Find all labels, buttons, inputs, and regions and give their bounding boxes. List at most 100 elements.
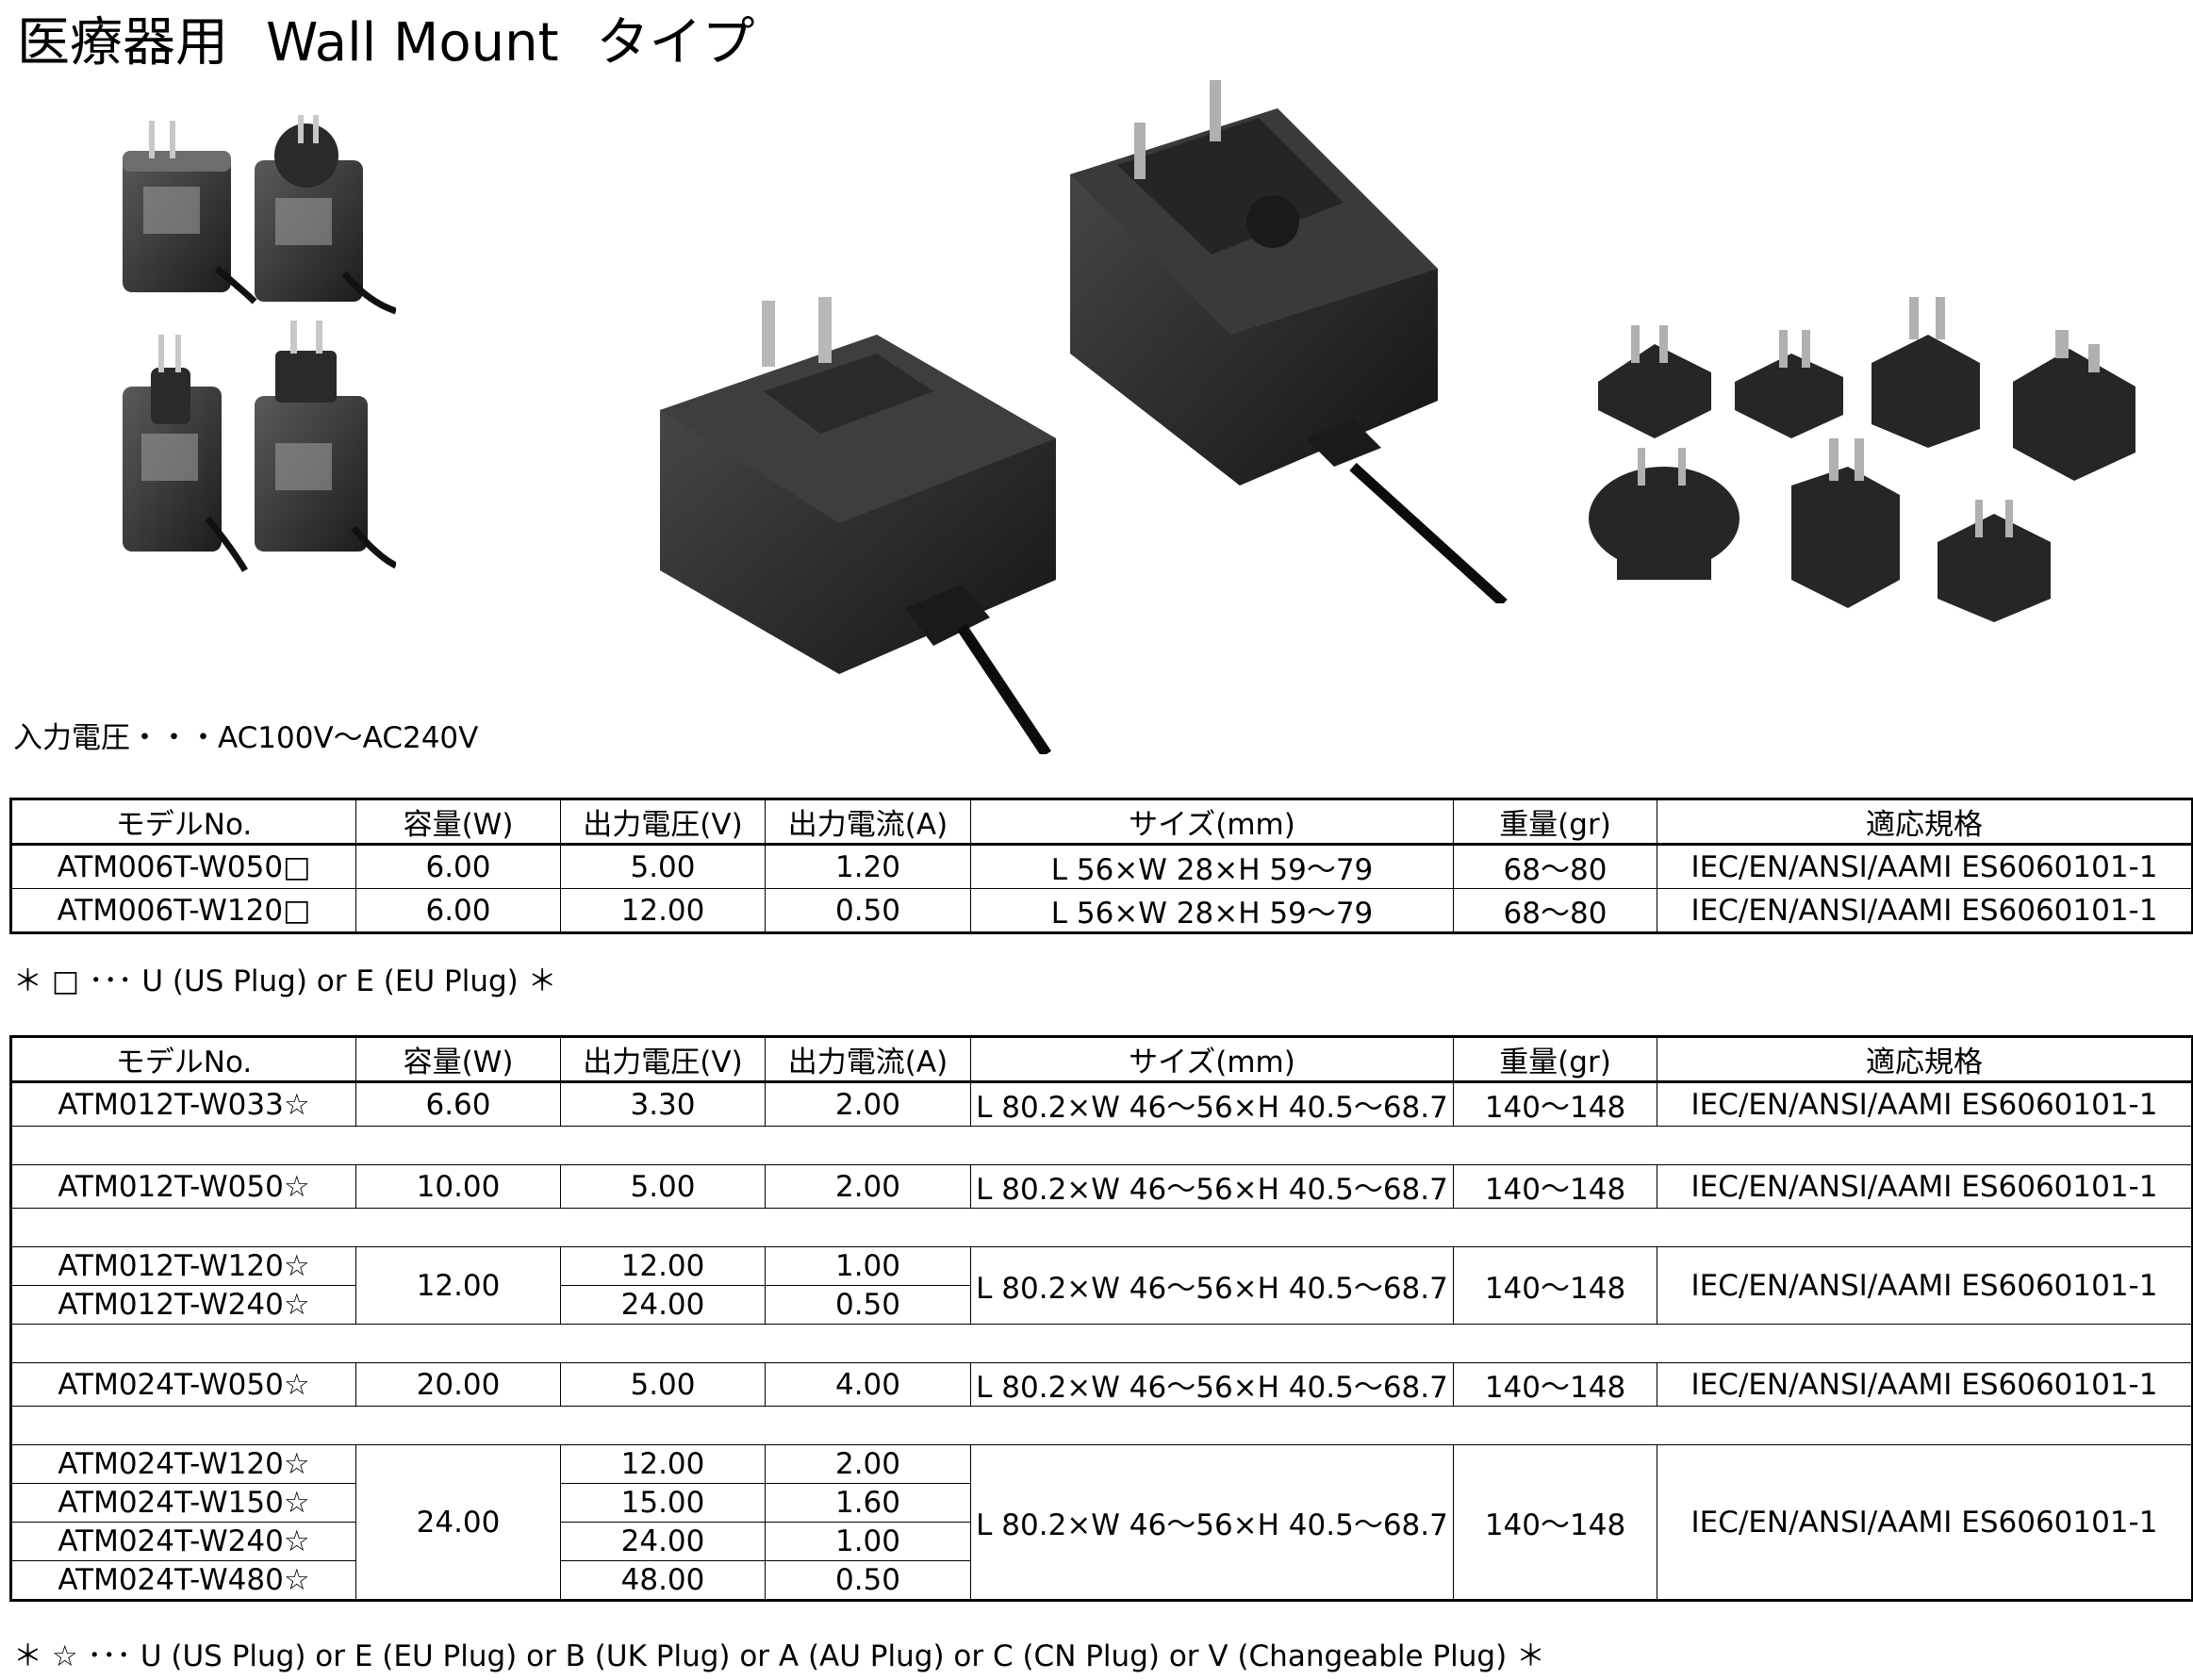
capacity-cell: 6.00 [355,888,561,933]
voltage-cell: 12.00 [560,1246,766,1286]
voltage-cell: 15.00 [560,1483,766,1523]
model-cell: ATM006T-W120□ [10,888,356,933]
plug-note-2: ＊ ☆ ･･･ U (US Plug) or E (EU Plug) or B … [13,1639,1546,1673]
weight-cell: 68～80 [1453,888,1657,933]
col-size: サイズ(mm) [970,799,1454,845]
current-cell: 2.00 [765,1444,971,1484]
title-type: タイプ [596,12,755,74]
current-cell: 2.00 [765,1164,971,1209]
model-cell: ATM024T-W120☆ [10,1444,356,1484]
small-adapters-photo [113,104,396,575]
spacer-row [10,1324,2193,1363]
col-model: モデルNo. [10,799,356,845]
standard-cell: IEC/EN/ANSI/AAMI ES6060101-1 [1657,1246,2193,1325]
table-row: ATM024T-W150☆ 15.00 1.60 [10,1483,2193,1523]
medium-adapter-us-plug-photo [651,297,1122,754]
model-cell: ATM012T-W120☆ [10,1246,356,1286]
table-header-row: モデルNo. 容量(W) 出力電圧(V) 出力電流(A) サイズ(mm) 重量(… [10,799,2193,845]
voltage-cell: 5.00 [560,1164,766,1209]
standard-cell: IEC/EN/ANSI/AAMI ES6060101-1 [1657,1362,2193,1407]
table-row: ATM024T-W050☆ 20.00 5.00 4.00 L 80.2×W 4… [10,1362,2193,1407]
weight-cell: 140～148 [1453,1081,1657,1127]
spec-table-atm012-atm024: モデルNo. 容量(W) 出力電圧(V) 出力電流(A) サイズ(mm) 重量(… [9,1035,2193,1602]
capacity-cell: 12.00 [355,1246,561,1325]
capacity-cell: 24.00 [355,1444,561,1601]
size-cell: L 80.2×W 46～56×H 40.5～68.7 [970,1246,1454,1325]
spacer-row [10,1406,2193,1445]
weight-cell: 140～148 [1453,1444,1657,1601]
voltage-cell: 5.00 [560,1362,766,1407]
spacer-row [10,1208,2193,1247]
voltage-cell: 5.00 [560,844,766,889]
size-cell: L 80.2×W 46～56×H 40.5～68.7 [970,1081,1454,1127]
model-cell: ATM012T-W240☆ [10,1285,356,1325]
model-cell: ATM012T-W033☆ [10,1081,356,1127]
standard-cell: IEC/EN/ANSI/AAMI ES6060101-1 [1657,1164,2193,1209]
standard-cell: IEC/EN/ANSI/AAMI ES6060101-1 [1657,1081,2193,1127]
model-cell: ATM024T-W240☆ [10,1522,356,1561]
table-row: ATM006T-W050□ 6.00 5.00 1.20 L 56×W 28×H… [10,844,2193,889]
input-voltage-text: 入力電圧・・・AC100V～AC240V [13,721,479,755]
size-cell: L 56×W 28×H 59～79 [970,844,1454,889]
current-cell: 2.00 [765,1081,971,1127]
capacity-cell: 6.60 [355,1081,561,1127]
table-row: ATM012T-W033☆ 6.60 3.30 2.00 L 80.2×W 46… [10,1081,2193,1127]
title-jp: 医療器用 [17,12,228,74]
capacity-cell: 10.00 [355,1164,561,1209]
size-cell: L 80.2×W 46～56×H 40.5～68.7 [970,1444,1454,1601]
capacity-cell: 20.00 [355,1362,561,1407]
title-en: Wall Mount [266,12,559,74]
col-capacity: 容量(W) [355,799,561,845]
col-output-voltage: 出力電圧(V) [560,799,766,845]
page-title: 医療器用 Wall Mount タイプ [17,6,755,81]
standard-cell: IEC/EN/ANSI/AAMI ES6060101-1 [1657,888,2193,933]
current-cell: 1.20 [765,844,971,889]
col-size: サイズ(mm) [970,1036,1454,1082]
model-cell: ATM024T-W050☆ [10,1362,356,1407]
table-row: ATM024T-W480☆ 48.00 0.50 [10,1560,2193,1601]
col-capacity: 容量(W) [355,1036,561,1082]
voltage-cell: 12.00 [560,888,766,933]
table-row: ATM024T-W120☆ 24.00 12.00 2.00 L 80.2×W … [10,1444,2193,1601]
col-standard: 適応規格 [1657,1036,2193,1082]
plug-note-1: ＊ □ ･･･ U (US Plug) or E (EU Plug) ＊ [13,964,557,998]
table-row: ATM006T-W120□ 6.00 12.00 0.50 L 56×W 28×… [10,888,2193,933]
model-cell: ATM024T-W150☆ [10,1483,356,1523]
weight-cell: 140～148 [1453,1362,1657,1407]
weight-cell: 140～148 [1453,1246,1657,1325]
weight-cell: 68～80 [1453,844,1657,889]
current-cell: 0.50 [765,888,971,933]
col-output-current: 出力電流(A) [765,799,971,845]
size-cell: L 80.2×W 46～56×H 40.5～68.7 [970,1362,1454,1407]
size-cell: L 80.2×W 46～56×H 40.5～68.7 [970,1164,1454,1209]
current-cell: 0.50 [765,1560,971,1601]
current-cell: 4.00 [765,1362,971,1407]
large-adapter-changeable-plug-photo [1070,80,1513,603]
table-row: ATM012T-W050☆ 10.00 5.00 2.00 L 80.2×W 4… [10,1164,2193,1209]
table-header-row: モデルNo. 容量(W) 出力電圧(V) 出力電流(A) サイズ(mm) 重量(… [10,1036,2193,1082]
spec-table-atm006: モデルNo. 容量(W) 出力電圧(V) 出力電流(A) サイズ(mm) 重量(… [9,798,2193,934]
current-cell: 1.00 [765,1522,971,1561]
table-row: ATM024T-W240☆ 24.00 1.00 [10,1522,2193,1561]
voltage-cell: 3.30 [560,1081,766,1127]
weight-cell: 140～148 [1453,1164,1657,1209]
spacer-row [10,1126,2193,1165]
col-model: モデルNo. [10,1036,356,1082]
voltage-cell: 48.00 [560,1560,766,1601]
current-cell: 0.50 [765,1285,971,1325]
col-output-current: 出力電流(A) [765,1036,971,1082]
col-weight: 重量(gr) [1453,1036,1657,1082]
size-cell: L 56×W 28×H 59～79 [970,888,1454,933]
voltage-cell: 24.00 [560,1522,766,1561]
voltage-cell: 12.00 [560,1444,766,1484]
col-output-voltage: 出力電圧(V) [560,1036,766,1082]
current-cell: 1.60 [765,1483,971,1523]
capacity-cell: 6.00 [355,844,561,889]
col-weight: 重量(gr) [1453,799,1657,845]
model-cell: ATM012T-W050☆ [10,1164,356,1209]
standard-cell: IEC/EN/ANSI/AAMI ES6060101-1 [1657,1444,2193,1601]
voltage-cell: 24.00 [560,1285,766,1325]
col-standard: 適応規格 [1657,799,2193,845]
interchangeable-plug-heads-photo [1579,297,2159,632]
model-cell: ATM024T-W480☆ [10,1560,356,1601]
